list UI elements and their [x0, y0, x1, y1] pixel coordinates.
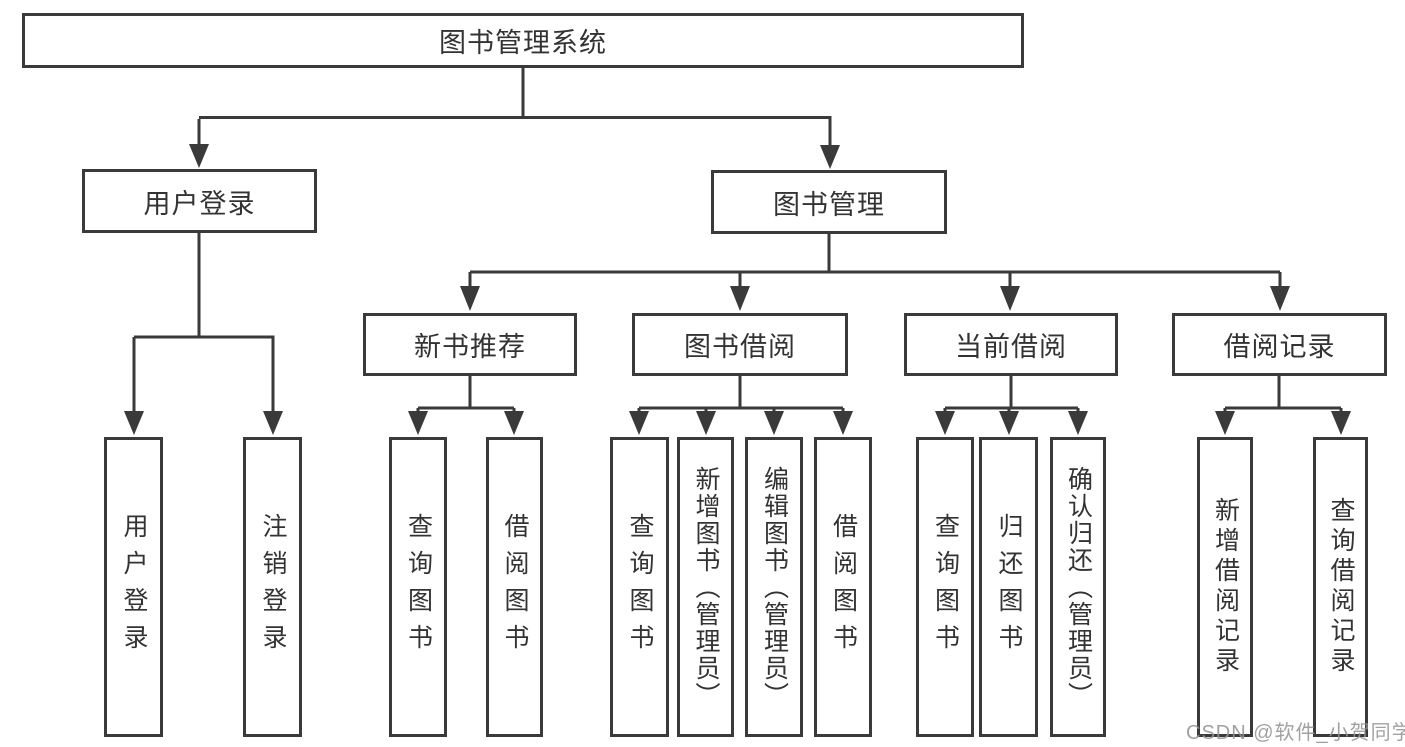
- node-borrow-records: 借阅记录: [1172, 313, 1387, 376]
- leaf-query-books-2: 查询图书: [610, 437, 669, 737]
- leaf-add-book-admin-label: 新增图书（管理员）: [692, 465, 720, 709]
- leaf-borrow-books-1: 借阅图书: [486, 437, 543, 737]
- leaf-add-borrow-record-label: 新增借阅记录: [1211, 497, 1240, 677]
- leaf-borrow-books-2: 借阅图书: [814, 437, 872, 737]
- node-user-login-label: 用户登录: [143, 188, 256, 219]
- node-new-book-recommend-label: 新书推荐: [414, 332, 526, 362]
- node-borrow-records-label: 借阅记录: [1223, 332, 1336, 362]
- leaf-query-books-3-label: 查询图书: [931, 513, 960, 661]
- leaf-user-login: 用户登录: [104, 437, 163, 737]
- node-new-book-recommend: 新书推荐: [363, 313, 577, 376]
- node-current-borrow: 当前借阅: [904, 313, 1118, 376]
- leaf-borrow-books-2-label: 借阅图书: [829, 513, 858, 661]
- leaf-query-books-1: 查询图书: [389, 437, 447, 737]
- node-book-borrow: 图书借阅: [632, 313, 848, 376]
- leaf-logout-label: 注销登录: [259, 513, 287, 661]
- node-book-borrow-label: 图书借阅: [684, 332, 796, 362]
- leaf-edit-book-admin-label: 编辑图书（管理员）: [760, 465, 789, 709]
- node-book-management: 图书管理: [711, 170, 947, 234]
- leaf-user-login-label: 用户登录: [120, 513, 148, 661]
- leaf-borrow-books-1-label: 借阅图书: [501, 513, 529, 661]
- leaf-confirm-return-admin-label: 确认归还（管理员）: [1064, 465, 1093, 709]
- leaf-logout: 注销登录: [243, 437, 302, 737]
- leaf-query-borrow-record-label: 查询借阅记录: [1327, 497, 1355, 677]
- node-root-label: 图书管理系统: [439, 28, 607, 58]
- node-user-login: 用户登录: [82, 169, 317, 233]
- leaf-return-books: 归还图书: [979, 437, 1038, 737]
- leaf-query-books-2-label: 查询图书: [626, 513, 654, 661]
- leaf-return-books-label: 归还图书: [995, 513, 1023, 661]
- node-root: 图书管理系统: [22, 13, 1024, 68]
- leaf-query-books-1-label: 查询图书: [404, 513, 433, 661]
- leaf-add-book-admin: 新增图书（管理员）: [677, 437, 734, 737]
- leaf-query-books-3: 查询图书: [916, 437, 974, 737]
- leaf-confirm-return-admin: 确认归还（管理员）: [1050, 437, 1106, 737]
- node-current-borrow-label: 当前借阅: [955, 332, 1067, 362]
- node-book-management-label: 图书管理: [773, 189, 885, 220]
- leaf-query-borrow-record: 查询借阅记录: [1313, 437, 1368, 737]
- leaf-edit-book-admin: 编辑图书（管理员）: [745, 437, 803, 737]
- leaf-add-borrow-record: 新增借阅记录: [1197, 437, 1253, 737]
- csdn-watermark: CSDN @软件_小贺同学: [1186, 722, 1405, 744]
